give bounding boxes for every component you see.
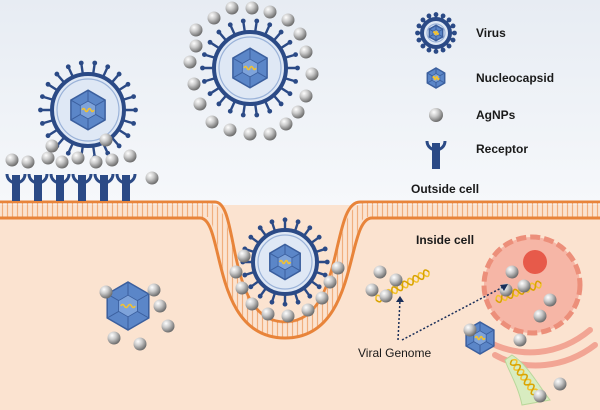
agnp-particle [99,285,113,299]
agnp-particle [293,27,307,41]
receptor [49,173,71,201]
agnp-particle [223,123,237,137]
agnp-particle [123,149,137,163]
outside-cell-label: Outside cell [411,182,479,196]
legend-nucleocapsid-icon [426,67,446,89]
agnp-particle [261,307,275,321]
virus-endocytosed [240,217,330,307]
virus-coated-with-agnps [200,18,300,118]
agnp-particle [373,265,387,279]
receptors [5,173,137,201]
agnp-particle [331,261,345,275]
receptor [27,173,49,201]
legend-agnps-label: AgNPs [476,108,516,122]
agnp-particle [207,11,221,25]
viruses [38,18,330,307]
agnp-particle [533,309,547,323]
cell-membrane-bilayer [0,203,600,338]
cell-membrane-inner [0,216,600,340]
agnp-particle [533,389,547,403]
agnp-particle [189,23,203,37]
viral-genome-near-er [509,358,539,396]
agnp-particle [279,117,293,131]
agnp-particle [5,153,19,167]
agnp-particle [133,337,147,351]
legend-virus-shape [415,12,457,54]
agnp-particle [281,309,295,323]
legend-virus-icon [415,12,457,54]
agnp-particle [281,13,295,27]
virus-binding-receptors-core [70,89,106,131]
agnp-particle [463,323,477,337]
agnp-particle [365,283,379,297]
legend-capsid-shape [426,67,446,89]
agnp-particle [147,283,161,297]
legend: Virus Nucleocapsid AgNPs Receptor [415,12,554,169]
agnp-particle [299,45,313,59]
agnp-particle [553,377,567,391]
agnp-particle [71,151,85,165]
agnp-particle [205,115,219,129]
agnp-particle [105,153,119,167]
virus-binding-receptors [38,60,138,160]
agnp-particle [45,139,59,153]
agnp-particle [183,55,197,69]
agnp-particle [291,105,305,119]
agnp-particle [237,249,251,263]
agnp-particle [301,303,315,317]
inside-cell-label: Inside cell [416,233,474,247]
legend-receptor-label: Receptor [476,142,528,156]
virus-coated-with-agnps-core [232,47,268,89]
agnp-particle [55,155,69,169]
agnps [5,1,567,403]
receptor [115,173,137,201]
agnp-particle [99,133,113,147]
agnp-particle [263,5,277,19]
agnp-particle [263,127,277,141]
agnp-particle [315,291,329,305]
agnp-particle [245,297,259,311]
receptor [93,173,115,201]
receptor [5,173,27,201]
legend-agnp-icon [429,108,443,122]
agnp-particle [21,155,35,169]
legend-nucleocapsid-label: Nucleocapsid [476,71,554,85]
legend-virus-shape-core [428,24,444,42]
agnp-particle [145,171,159,185]
legend-virus-label: Virus [476,26,506,40]
agnp-particle [505,265,519,279]
virus-endocytosed-core [269,243,301,281]
agnp-particle [107,331,121,345]
agnp-particle [517,279,531,293]
agnp-particle [41,151,55,165]
viral-genome-annotation: Viral Genome [358,284,508,360]
agnp-particle [161,319,175,333]
agnp-particle [235,281,249,295]
agnp-particle [193,97,207,111]
agnp-particle [229,265,243,279]
agnp-particle [513,333,527,347]
agnp-particle [245,1,259,15]
agnp-particle [187,77,201,91]
receptor [71,173,93,201]
legend-receptor-icon [425,140,447,169]
agnp-particle [153,299,167,313]
agnp-particle [305,67,319,81]
agnp-particle [299,89,313,103]
agnp-particle [225,1,239,15]
agnp-particle [389,273,403,287]
agnp-particle [543,293,557,307]
viral-genome-label: Viral Genome [358,346,431,360]
agnp-particle [379,289,393,303]
agnp-particle [189,39,203,53]
agnp-particle [243,127,257,141]
cell-membrane-outer [0,200,600,324]
agnp-particle [323,275,337,289]
agnp-particle [89,155,103,169]
nucleus [481,234,583,336]
